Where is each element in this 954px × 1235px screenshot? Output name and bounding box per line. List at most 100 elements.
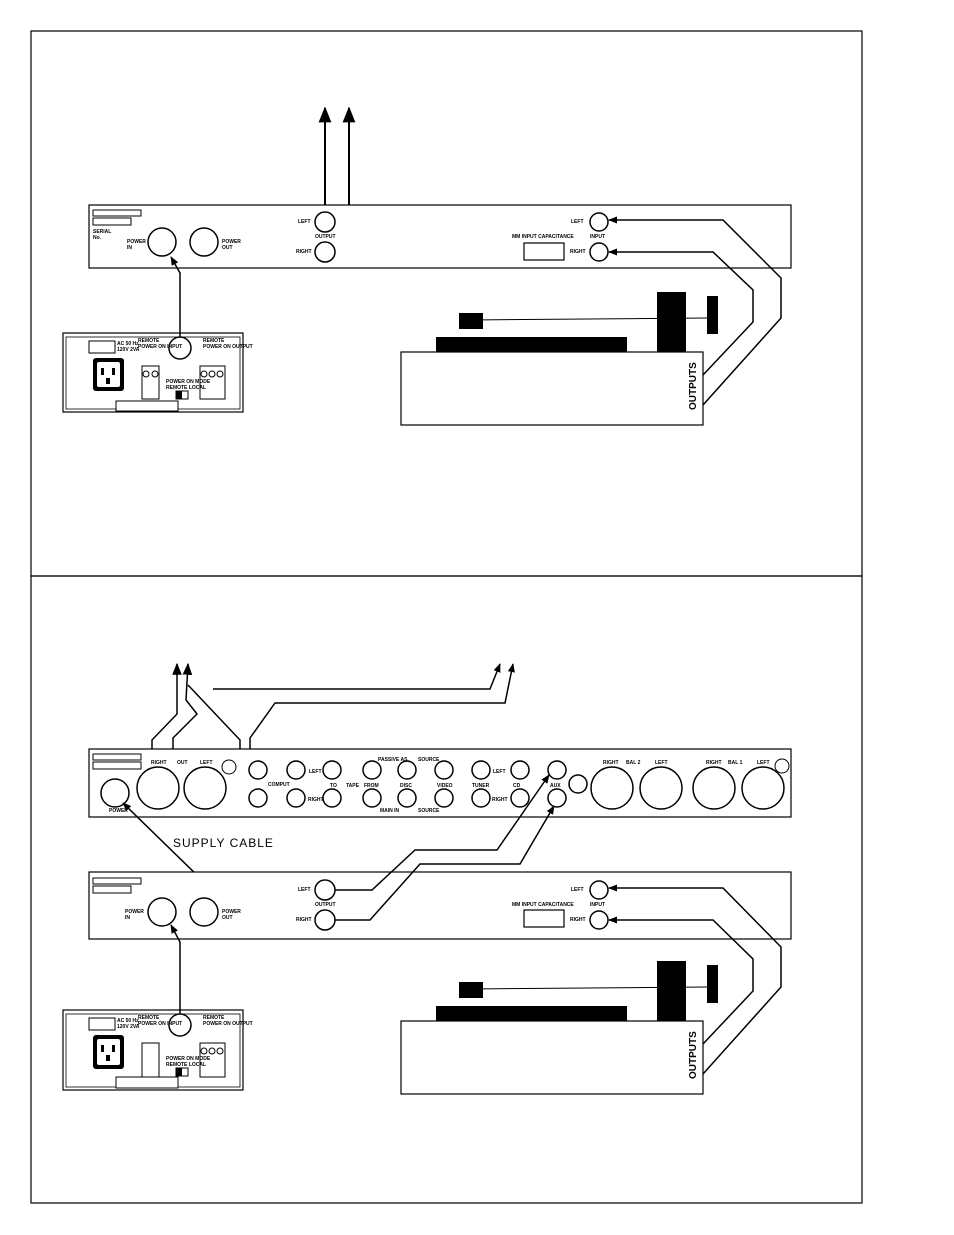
b-output-title: OUTPUT xyxy=(315,902,336,908)
tape-out-right-jack[interactable] xyxy=(286,788,306,808)
passive-right-jack[interactable] xyxy=(362,788,382,808)
bal1-left-jack[interactable] xyxy=(741,766,785,810)
output-right-label: RIGHT xyxy=(296,249,312,255)
tape-in-right-jack[interactable] xyxy=(322,788,342,808)
cd-left-jack[interactable] xyxy=(510,760,530,780)
bal2-right-jack[interactable] xyxy=(590,766,634,810)
video-label: VIDEO xyxy=(437,783,453,789)
xlr-in-icon xyxy=(774,758,790,774)
preamp-power-jack[interactable] xyxy=(100,778,130,808)
preamp: POWER RIGHT OUT LEFT COMPUT LEFT RIGHT T… xyxy=(88,748,792,818)
b-supply-cable xyxy=(170,924,181,1014)
mode-options: REMOTE LOCAL xyxy=(166,385,206,391)
brand-logo xyxy=(92,209,142,217)
main-out-left-jack[interactable] xyxy=(183,766,227,810)
right-small-label: RIGHT xyxy=(308,797,324,803)
b-input-right-cable xyxy=(608,916,754,1045)
bal1-right-jack[interactable] xyxy=(692,766,736,810)
input-right-label: RIGHT xyxy=(570,249,586,255)
supply-cable xyxy=(170,256,181,337)
top-turntable: OUTPUTS xyxy=(400,292,718,426)
cd-right-jack[interactable] xyxy=(510,788,530,808)
tape-in-left-jack[interactable] xyxy=(322,760,342,780)
mm-capacitance-label: MM INPUT CAPACITANCE xyxy=(512,234,574,240)
power-out-jack[interactable] xyxy=(189,227,219,257)
b-input-left-label: LEFT xyxy=(571,887,584,893)
psu-brand-logo xyxy=(115,400,179,412)
tuner-left-jack[interactable] xyxy=(471,760,491,780)
bal1-left-label: LEFT xyxy=(757,760,770,766)
b-output-left-label: LEFT xyxy=(298,887,311,893)
disc-left-jack[interactable] xyxy=(397,760,417,780)
main-out-right-jack[interactable] xyxy=(136,766,180,810)
preamp-brand-logo xyxy=(92,753,142,761)
passive-left-jack[interactable] xyxy=(362,760,382,780)
tonearm-post xyxy=(707,296,718,334)
input-left-label: LEFT xyxy=(571,219,584,225)
source-bottom-label: SOURCE xyxy=(418,808,440,814)
output-title: OUTPUT xyxy=(315,234,336,240)
bal2-left-label: LEFT xyxy=(655,760,668,766)
ground-post[interactable] xyxy=(568,774,588,794)
b-output-right-jack[interactable] xyxy=(314,909,336,931)
power-in-jack[interactable] xyxy=(147,227,177,257)
tuner-right-small: RIGHT xyxy=(492,797,508,803)
b-input-left-jack[interactable] xyxy=(589,880,609,900)
comput-left-jack[interactable] xyxy=(248,760,268,780)
tape-out-left-jack[interactable] xyxy=(286,760,306,780)
capacitance-window xyxy=(523,242,565,261)
aux-left-jack[interactable] xyxy=(547,760,567,780)
input-right-jack[interactable] xyxy=(589,242,609,262)
video-right-jack[interactable] xyxy=(434,788,454,808)
b-output-left-jack[interactable] xyxy=(314,879,336,901)
output-left-jack[interactable] xyxy=(314,211,336,233)
headshell xyxy=(459,313,483,329)
tape-loop-left xyxy=(213,663,501,690)
input-right-cable xyxy=(608,248,754,376)
passive-label: PASSIVE AS xyxy=(378,757,408,763)
tuner-label: TUNER xyxy=(472,783,490,789)
tuner-right-jack[interactable] xyxy=(471,788,491,808)
input-left-jack[interactable] xyxy=(589,212,609,232)
b-mode-options: REMOTE LOCAL xyxy=(166,1062,206,1068)
disc-right-jack[interactable] xyxy=(397,788,417,808)
b-outputs-label: OUTPUTS xyxy=(688,1031,699,1079)
aux-label: AUX xyxy=(550,783,561,789)
out-right-label: RIGHT xyxy=(151,760,167,766)
mode-label: POWER ON MODE xyxy=(166,379,211,385)
out-left-label: LEFT xyxy=(200,760,213,766)
comput-right-jack[interactable] xyxy=(248,788,268,808)
b-power-out-jack[interactable] xyxy=(189,897,219,927)
aux-right-jack[interactable] xyxy=(547,788,567,808)
bottom-diagram: POWER RIGHT OUT LEFT COMPUT LEFT RIGHT T… xyxy=(62,662,792,1095)
bal2-left-jack[interactable] xyxy=(639,766,683,810)
output-right-jack[interactable] xyxy=(314,241,336,263)
from-label: FROM xyxy=(364,783,379,789)
bottom-turntable: OUTPUTS xyxy=(400,961,718,1095)
output-left-label: LEFT xyxy=(298,219,311,225)
b-power-in-jack[interactable] xyxy=(147,897,177,927)
b-input-title: INPUT xyxy=(590,902,605,908)
to-label: TO xyxy=(330,783,337,789)
source-top-label: SOURCE xyxy=(418,757,440,763)
b-input-right-jack[interactable] xyxy=(589,910,609,930)
platter xyxy=(436,337,627,352)
top-panel-frame xyxy=(30,30,863,577)
preamp-out-left-cable xyxy=(172,662,199,758)
video-left-jack[interactable] xyxy=(434,760,454,780)
main-in-label: MAIN IN xyxy=(380,808,400,814)
b-input-left-cable xyxy=(608,884,782,1075)
